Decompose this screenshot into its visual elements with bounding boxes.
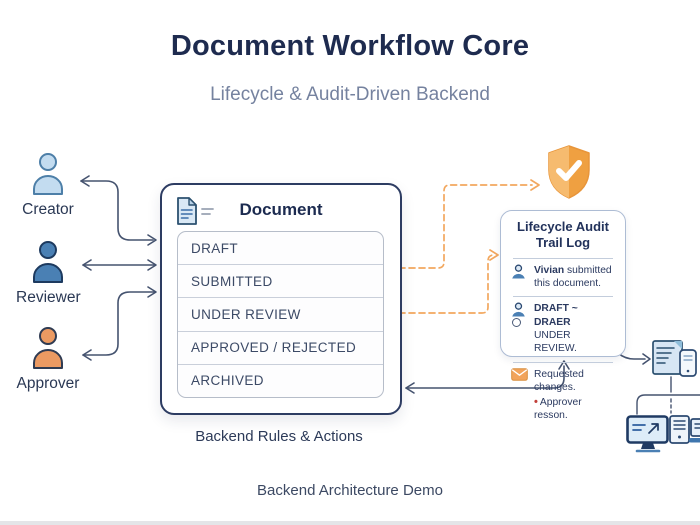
actor-label: Approver: [16, 375, 80, 392]
footer-caption: Backend Architecture Demo: [257, 482, 443, 499]
actor-creator: Creator: [16, 152, 80, 219]
shield-check-icon: [548, 145, 590, 199]
audit-entry-text: Vivian submitted this document.: [534, 264, 612, 289]
server-icon: [669, 415, 690, 444]
actor-label: Reviewer: [16, 289, 81, 306]
approver-box-connector: [82, 286, 157, 361]
document-box: Document DRAFT SUBMITTED UNDER REVIEW AP…: [160, 183, 402, 415]
person-icon: [33, 153, 63, 195]
audit-entry-text: Requested changes.•Approver resson.: [534, 368, 584, 421]
actor-label: Creator: [22, 201, 74, 218]
state-row-approved-rejected: APPROVED / REJECTED: [178, 330, 383, 364]
user-icon: [512, 264, 525, 278]
status-ring-icon: [512, 318, 521, 328]
text-lines-icon: [201, 208, 214, 215]
divider: [513, 296, 613, 298]
divider: [513, 361, 613, 363]
box-panel-flow: [398, 254, 495, 314]
actor-approver: Approver: [16, 326, 80, 393]
reviewer-box-connector: [82, 259, 157, 271]
desktop-icon: [626, 415, 669, 453]
state-row-submitted: SUBMITTED: [178, 264, 383, 297]
panel-box-return-connector: [405, 360, 570, 394]
shield-flow-arrowhead: [530, 179, 540, 191]
actor-reviewer: Reviewer: [16, 240, 81, 307]
state-row-draft: DRAFT: [191, 240, 238, 256]
panel-devices-connector: [617, 352, 651, 365]
panel-flow-arrowhead: [489, 249, 499, 261]
box-shield-flow: [398, 184, 533, 269]
laptop-icon: [689, 418, 700, 443]
mail-icon: [511, 367, 528, 381]
page-title: Document Workflow Core: [170, 30, 530, 62]
document-icon: [177, 197, 197, 225]
bottom-edge-strip: [0, 521, 700, 525]
audit-panel-title: Lifecycle Audit Trail Log: [517, 219, 609, 251]
person-icon: [33, 241, 63, 283]
document-box-title: Document: [239, 200, 323, 219]
user-transition-icon: [512, 302, 525, 317]
creator-box-connector: [80, 175, 157, 246]
divider: [513, 257, 613, 259]
audit-trail-panel: Lifecycle Audit Trail Log Vivian submitt…: [500, 210, 626, 421]
document-box-caption: Backend Rules & Actions: [195, 428, 363, 445]
state-list: DRAFT SUBMITTED UNDER REVIEW APPROVED / …: [177, 231, 384, 398]
device-branch-connector: [636, 376, 700, 415]
document-mobile-icon: [652, 340, 697, 377]
audit-entry-submitted: Vivian submitted this document.: [510, 264, 616, 291]
state-row-under-review: UNDER REVIEW: [178, 297, 383, 330]
person-icon: [33, 327, 63, 369]
page-subtitle: Lifecycle & Audit-Driven Backend: [210, 84, 490, 105]
audit-entry-changes: Requested changes.•Approver resson.: [510, 367, 616, 423]
state-row-archived: ARCHIVED: [178, 363, 383, 397]
